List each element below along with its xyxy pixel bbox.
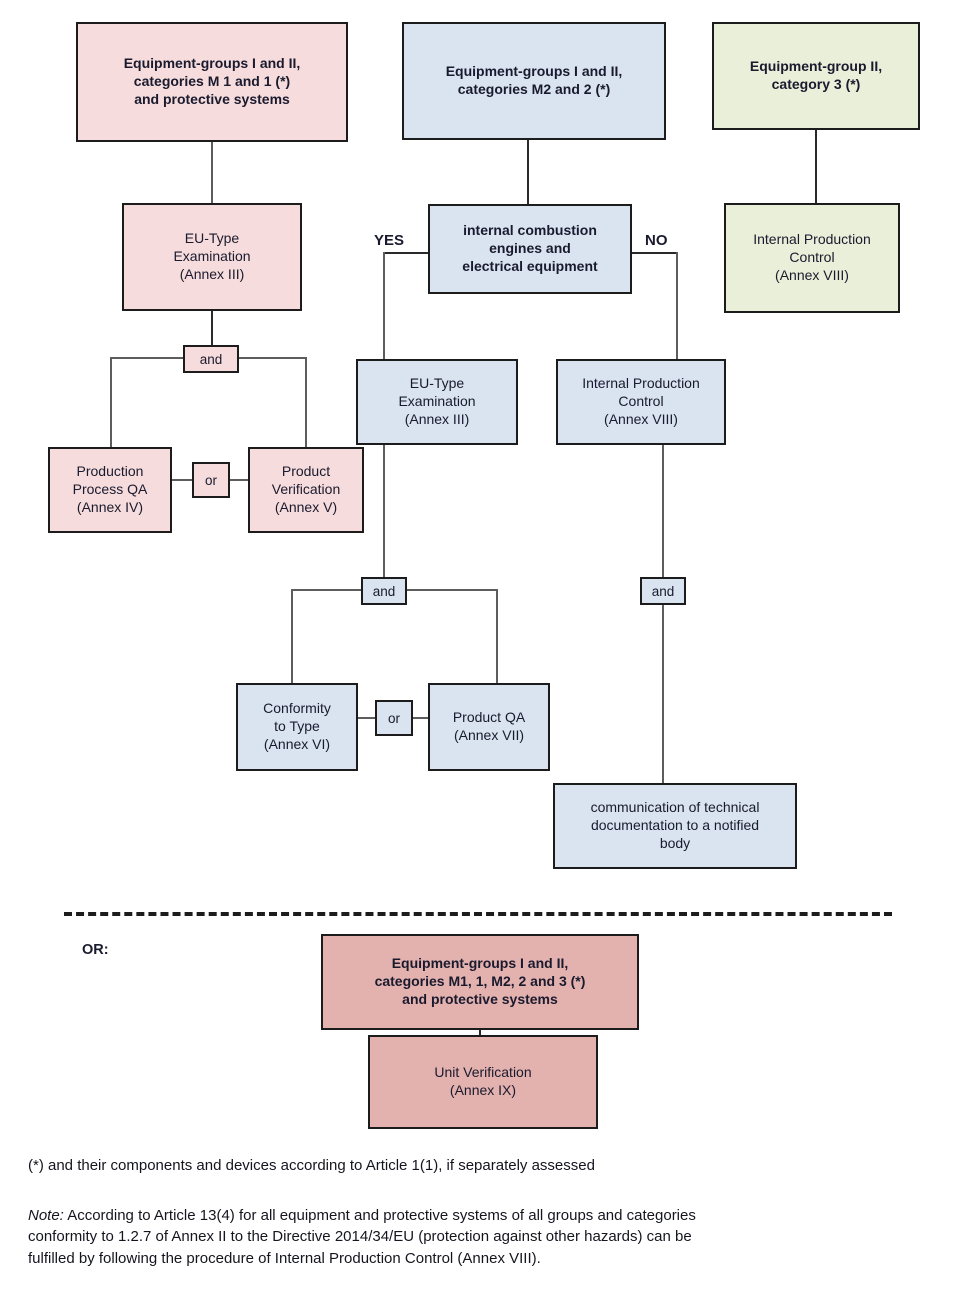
footnote-note-line1: According to Article 13(4) for all equip…	[63, 1207, 696, 1224]
node-alternative-unit-verification: Unit Verification (Annex IX)	[368, 1035, 598, 1129]
footnote-note-line2: conformity to 1.2.7 of Annex II to the D…	[28, 1228, 692, 1246]
operator-left-or: or	[192, 462, 230, 498]
connector-yes-and-left-arm	[291, 589, 363, 591]
operator-middle-no-and-label: and	[651, 583, 675, 599]
node-right-internal-production-control: Internal Production Control (Annex VIII)	[724, 203, 900, 313]
operator-middle-yes-and: and	[361, 577, 407, 605]
node-middle-decision: internal combustion engines and electric…	[428, 204, 632, 294]
connector-left-and-right-arm	[237, 357, 307, 359]
operator-left-or-label: or	[204, 472, 217, 488]
operator-left-and-label: and	[199, 351, 223, 367]
node-middle-product-qa-text: Product QA (Annex VII)	[452, 709, 526, 743]
node-right-ipc-text: Internal Production Control (Annex VIII)	[753, 231, 871, 283]
connector-yes-option-b-drop	[496, 589, 498, 683]
connector-left-option-a-drop	[110, 357, 112, 447]
node-middle-yes-eu-type-text: EU-Type Examination (Annex III)	[398, 375, 476, 427]
node-left-product-verification: Product Verification (Annex V)	[248, 447, 364, 533]
node-middle-decision-text: internal combustion engines and electric…	[462, 222, 598, 274]
node-left-production-process-qa: Production Process QA (Annex IV)	[48, 447, 172, 533]
node-middle-communication-text: communication of technical documentation…	[590, 799, 760, 851]
connector-yes-or-to-option-b	[411, 717, 430, 719]
connector-left-or-to-option-b	[228, 479, 250, 481]
node-left-eu-type-examination: EU-Type Examination (Annex III)	[122, 203, 302, 311]
operator-left-and: and	[183, 345, 239, 373]
node-left-header-text: Equipment-groups I and II, categories M …	[123, 55, 301, 107]
node-left-product-verification-text: Product Verification (Annex V)	[271, 463, 341, 515]
connector-no-vertical	[676, 252, 678, 359]
connector-no-and-to-result	[662, 605, 664, 783]
node-middle-header-text: Equipment-groups I and II, categories M2…	[445, 63, 623, 97]
connector-right-header-to-step1	[815, 130, 817, 203]
operator-middle-yes-or: or	[375, 700, 413, 736]
operator-middle-no-and: and	[640, 577, 686, 605]
connector-yes-horizontal	[383, 252, 430, 254]
connector-no-step-to-and	[662, 445, 664, 577]
connector-yes-or-to-option-a	[358, 717, 377, 719]
node-middle-product-qa: Product QA (Annex VII)	[428, 683, 550, 771]
node-middle-conformity-to-type: Conformity to Type (Annex VI)	[236, 683, 358, 771]
footnote-note: Note: According to Article 13(4) for all…	[28, 1205, 938, 1269]
footnote-note-label: Note:	[28, 1207, 64, 1224]
connector-left-option-b-drop	[305, 357, 307, 447]
node-right-header: Equipment-group II, category 3 (*)	[712, 22, 920, 130]
node-right-header-text: Equipment-group II, category 3 (*)	[749, 58, 883, 92]
connector-yes-and-right-arm	[405, 589, 498, 591]
connector-middle-header-to-decision	[527, 140, 529, 204]
branch-label-yes: YES	[374, 232, 405, 249]
branch-label-no: NO	[645, 232, 668, 249]
operator-middle-yes-or-label: or	[387, 710, 400, 726]
section-divider	[64, 912, 892, 916]
footnote-note-line3: fulfilled by following the procedure of …	[28, 1249, 541, 1267]
node-alternative-unit-verification-text: Unit Verification (Annex IX)	[434, 1064, 532, 1098]
node-left-eu-type-text: EU-Type Examination (Annex III)	[173, 230, 251, 282]
connector-left-or-to-option-a	[172, 479, 194, 481]
connector-left-step1-to-and	[211, 311, 213, 345]
node-alternative-header: Equipment-groups I and II, categories M1…	[321, 934, 639, 1030]
connector-no-horizontal	[630, 252, 678, 254]
node-left-production-process-qa-text: Production Process QA (Annex IV)	[72, 463, 148, 515]
node-middle-no-ipc-text: Internal Production Control (Annex VIII)	[582, 375, 700, 427]
node-alternative-header-text: Equipment-groups I and II, categories M1…	[374, 955, 586, 1007]
node-middle-yes-eu-type-examination: EU-Type Examination (Annex III)	[356, 359, 518, 445]
alternative-or-label: OR:	[82, 942, 109, 958]
node-middle-header: Equipment-groups I and II, categories M2…	[402, 22, 666, 140]
connector-yes-vertical	[383, 252, 385, 359]
node-left-header: Equipment-groups I and II, categories M …	[76, 22, 348, 142]
footnote-asterisk: (*) and their components and devices acc…	[28, 1157, 595, 1174]
connector-yes-option-a-drop	[291, 589, 293, 683]
node-middle-conformity-to-type-text: Conformity to Type (Annex VI)	[263, 700, 331, 752]
node-middle-no-internal-production-control: Internal Production Control (Annex VIII)	[556, 359, 726, 445]
operator-middle-yes-and-label: and	[372, 583, 396, 599]
connector-left-and-left-arm	[110, 357, 185, 359]
connector-left-header-to-step1	[211, 142, 213, 203]
node-middle-communication-notified-body: communication of technical documentation…	[553, 783, 797, 869]
connector-yes-step-to-and	[383, 445, 385, 577]
